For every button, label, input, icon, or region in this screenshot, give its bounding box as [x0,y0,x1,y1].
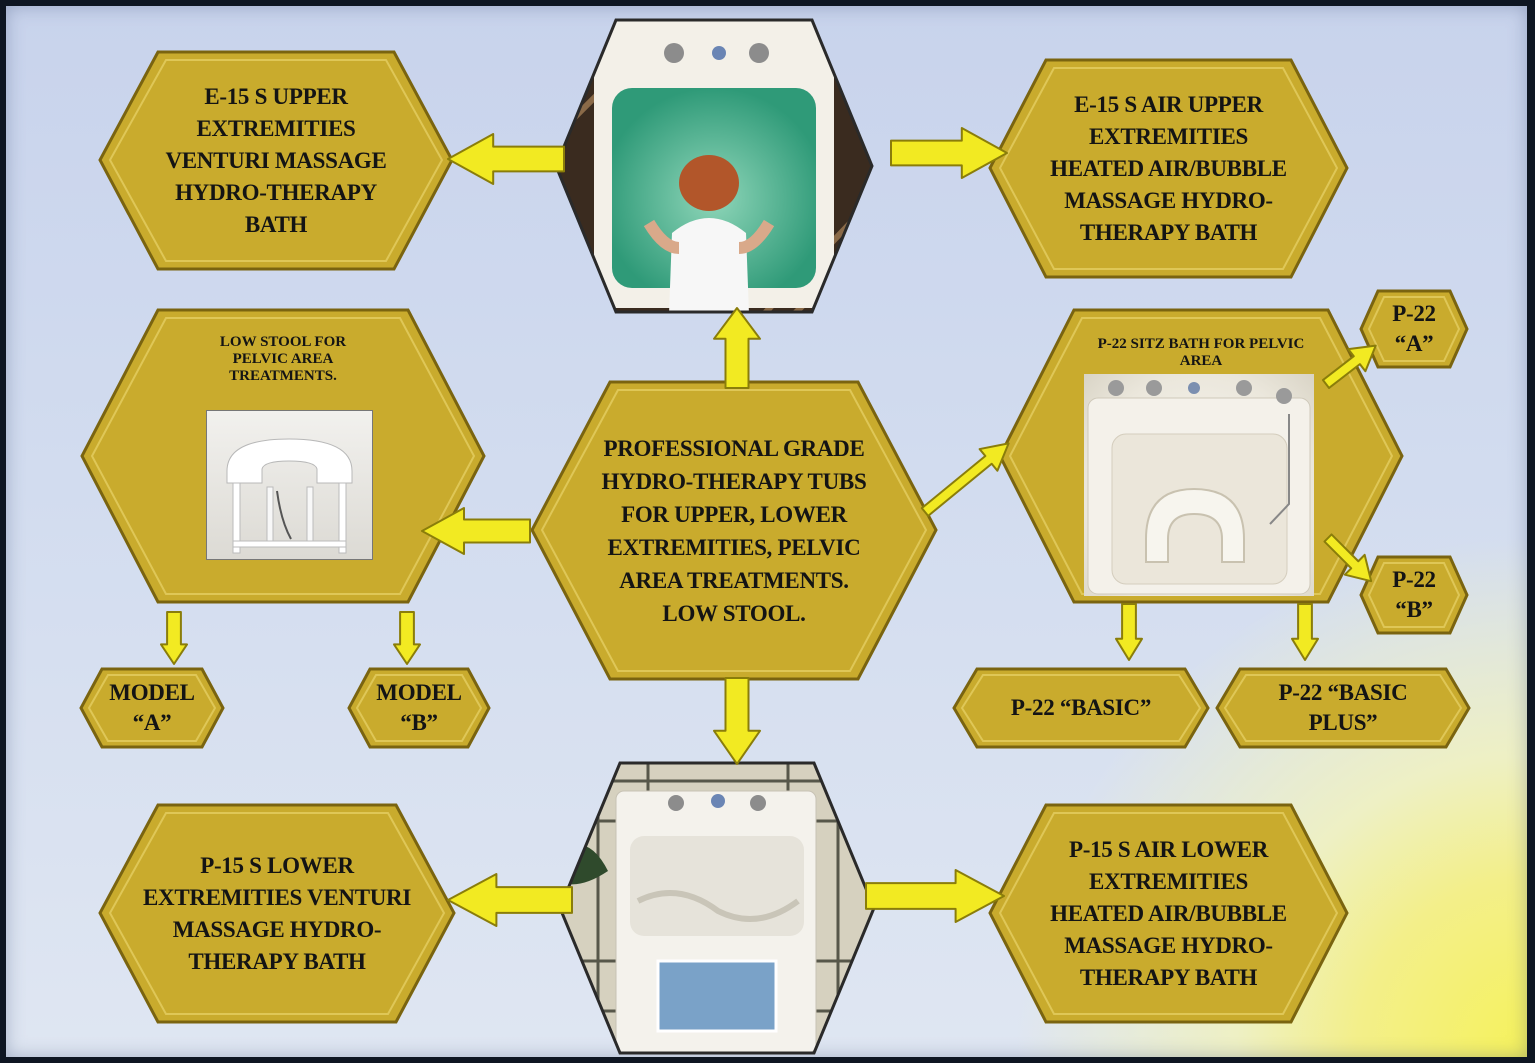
node-p15s-lower: P-15 S LOWER EXTREMITIES VENTURI MASSAGE… [96,801,458,1026]
arrow-center-to-bottom-photo-shape [713,677,761,765]
arrow-to-p22-b [1323,533,1373,583]
arrow-to-p22-sitz-shape [920,442,1010,517]
node-e15s-air-upper-label: E-15 S AIR UPPER EXTREMITIES HEATED AIR/… [1050,91,1287,245]
node-p22-b: P-22 “B” [1358,554,1470,636]
arrow-to-e15s-air-upper [890,126,1009,180]
arrow-to-p22-basic-plus-shape [1291,603,1319,661]
arrow-to-low-stool-shape [421,507,531,555]
low-stool-photo [206,410,373,560]
arrow-to-p15s-air-lower-shape [865,869,1005,923]
arrow-to-p22-basic-shape [1115,603,1143,661]
lower-extremities-tub-photo [558,761,876,1055]
arrow-center-to-bottom-photo [712,677,762,766]
node-p22-basic-plus-label: P-22 “BASIC PLUS” [1278,680,1408,735]
node-p22-sitz: P-22 SITZ BATH FOR PELVIC AREA [996,306,1406,606]
arrow-to-p22-sitz [920,442,1010,517]
arrow-center-to-top-photo [712,306,762,389]
node-p22-b-label: P-22 “B” [1392,567,1436,622]
arrow-to-model-b [392,611,422,666]
node-low-stool-label: LOW STOOL FOR PELVIC AREA TREATMENTS. [219,334,347,384]
node-e15s-upper-label: E-15 S UPPER EXTREMITIES VENTURI MASSAGE… [165,83,387,237]
node-p22-basic-plus: P-22 “BASIC PLUS” [1214,666,1472,750]
arrow-to-p15s-air-lower [865,868,1006,924]
node-p22-a: P-22 “A” [1358,288,1470,370]
node-low-stool: LOW STOOL FOR PELVIC AREA TREATMENTS. [78,306,488,606]
arrow-to-p22-a-shape [1321,344,1377,389]
arrow-to-model-b-shape [393,611,421,665]
node-model-a-label: MODEL “A” [109,680,195,735]
node-p22-basic: P-22 “BASIC” [951,666,1211,750]
node-e15s-upper: E-15 S UPPER EXTREMITIES VENTURI MASSAGE… [96,48,456,273]
arrow-to-p22-b-shape [1323,533,1373,583]
arrow-to-low-stool [420,506,531,556]
arrow-to-e15s-upper [446,132,565,186]
diagram-canvas: E-15 S UPPER EXTREMITIES VENTURI MASSAGE… [6,6,1527,1057]
arrow-center-to-top-photo-shape [713,307,761,389]
arrow-to-p15s-lower-shape [447,873,573,927]
arrow-to-p22-basic [1114,603,1144,662]
node-model-a: MODEL “A” [78,666,226,750]
node-p15s-air-lower: P-15 S AIR LOWER EXTREMITIES HEATED AIR/… [986,801,1351,1026]
node-model-b-label: MODEL “B” [376,680,462,735]
node-model-b: MODEL “B” [346,666,492,750]
arrow-to-model-a-shape [160,611,188,665]
sitz-bath-photo [1084,374,1314,596]
arrow-to-model-a [159,611,189,666]
arrow-to-p15s-lower [446,872,573,928]
node-p22-a-label: P-22 “A” [1392,301,1436,356]
node-e15s-air-upper: E-15 S AIR UPPER EXTREMITIES HEATED AIR/… [986,56,1351,281]
node-center: PROFESSIONAL GRADE HYDRO-THERAPY TUBS FO… [528,378,940,683]
arrow-to-p22-basic-plus [1290,603,1320,662]
node-p22-basic-label: P-22 “BASIC” [1010,695,1152,720]
arrow-to-e15s-air-upper-shape [890,127,1008,179]
node-p22-sitz-label: P-22 SITZ BATH FOR PELVIC AREA [1097,336,1305,369]
node-p15s-lower-label: P-15 S LOWER EXTREMITIES VENTURI MASSAGE… [142,852,412,974]
arrow-to-p22-a [1321,344,1377,389]
arrow-to-e15s-upper-shape [447,133,565,185]
upper-extremities-tub-photo [554,18,874,314]
node-p15s-air-lower-label: P-15 S AIR LOWER EXTREMITIES HEATED AIR/… [1050,836,1287,990]
node-center-label: PROFESSIONAL GRADE HYDRO-THERAPY TUBS FO… [601,435,867,626]
